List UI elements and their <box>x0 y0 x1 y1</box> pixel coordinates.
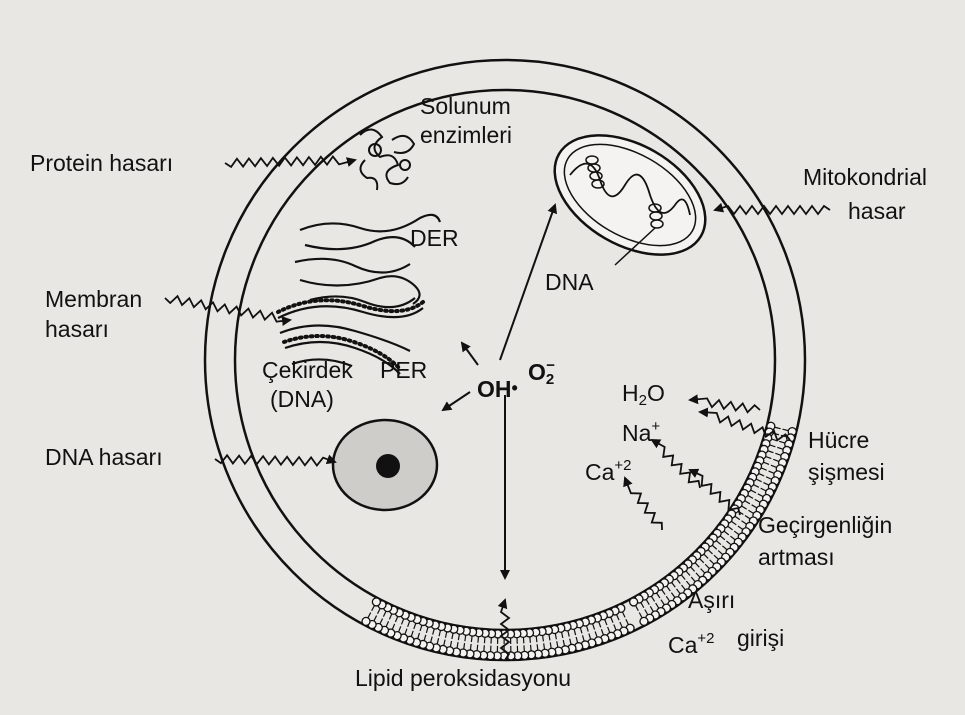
label-protein-hasari: Protein hasarı <box>30 151 173 176</box>
label-cekirdek: Çekirdek <box>262 358 353 383</box>
label-membran: Membran <box>45 287 142 312</box>
label-ca: Ca+2 <box>585 453 632 485</box>
label-artmasi: artması <box>758 545 835 570</box>
label-der: DER <box>410 226 459 251</box>
damage-zigzag-arrows <box>165 157 830 660</box>
label-h2o: H2O <box>622 381 665 413</box>
label-mitokondrial: Mitokondrial <box>803 165 927 190</box>
label-girisi: girişi <box>737 626 784 651</box>
label-dna-paren: (DNA) <box>270 387 334 412</box>
label-hasar: hasar <box>848 199 906 224</box>
label-dna-hasari: DNA hasarı <box>45 445 163 470</box>
label-per: PER <box>380 358 427 383</box>
label-oh-radical: OH• <box>477 376 518 402</box>
label-ca-girisi: Ca+2 <box>668 626 715 658</box>
label-sismesi: şişmesi <box>808 460 885 485</box>
respiratory-enzymes-coil <box>360 129 414 190</box>
mitochondrion <box>534 111 726 280</box>
label-hucre: Hücre <box>808 428 869 453</box>
label-dna-mito: DNA <box>545 270 594 295</box>
label-superoxide: O2− <box>528 353 555 392</box>
label-lipid-peroksidasyonu: Lipid peroksidasyonu <box>355 666 571 691</box>
label-solunum: Solunum <box>420 94 511 119</box>
label-na: Na+ <box>622 414 660 446</box>
label-hasari: hasarı <box>45 317 109 342</box>
label-enzimleri: enzimleri <box>420 123 512 148</box>
label-asiri: Aşırı <box>688 588 735 613</box>
label-gecirgenligin: Geçirgenliğin <box>758 513 892 538</box>
nucleus <box>333 420 437 510</box>
